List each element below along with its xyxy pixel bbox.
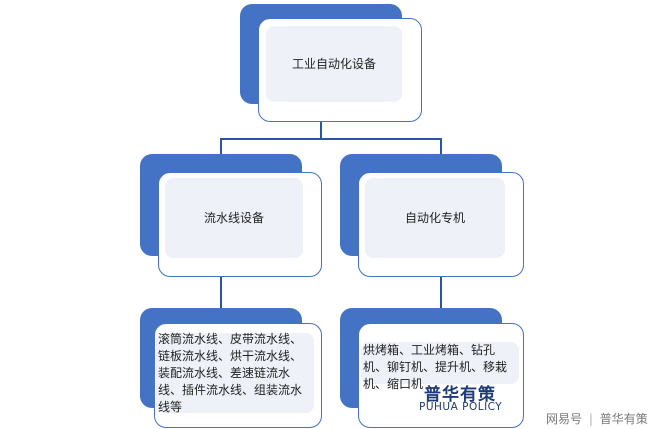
footer-account: 普华有策 <box>599 412 648 426</box>
node-pipeline-label: 流水线设备 <box>165 178 303 258</box>
connector-left-leaf <box>220 276 222 324</box>
node-pipeline-detail-text: 滚筒流水线、皮带流水线、链板流水线、烘干流水线、装配流水线、差速链流水线、插件流… <box>156 332 314 414</box>
node-automation-label: 自动化专机 <box>365 178 505 258</box>
connector-right-leaf <box>440 276 442 324</box>
footer-platform: 网易号 <box>546 412 583 426</box>
watermark-logo-cn: 普华有策 <box>424 385 496 405</box>
connector-root-down <box>320 121 322 139</box>
footer-attribution: 网易号 | 普华有策 <box>546 410 648 427</box>
watermark-logo-en: PUHUA POLICY <box>419 401 503 413</box>
node-automation-detail-text: 烘烤箱、工业烤箱、钻孔机、铆钉机、提升机、移栽机、缩口机 <box>361 342 519 391</box>
footer-separator: | <box>588 412 593 426</box>
node-root-label: 工业自动化设备 <box>266 26 402 102</box>
connector-horizontal <box>220 138 441 140</box>
